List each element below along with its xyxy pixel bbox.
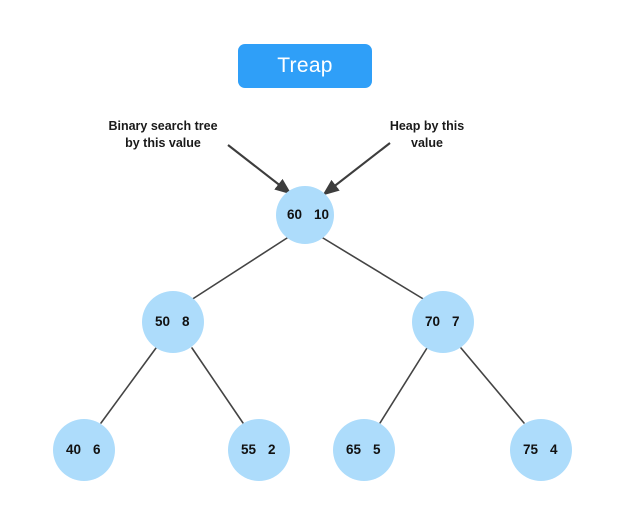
node-priority-75: 4: [550, 442, 558, 457]
node-key-75: 75: [523, 442, 539, 457]
tree-edge-l-ll: [100, 347, 157, 424]
node-key-65: 65: [346, 442, 362, 457]
node-key-60: 60: [287, 207, 302, 222]
bst-annotation: Binary search tree by this value: [96, 118, 230, 152]
tree-node-70[interactable]: 70 7: [412, 291, 474, 353]
page-title: Treap: [277, 54, 333, 77]
bst-annotation-line-2: by this value: [125, 135, 201, 150]
tree-node-55[interactable]: 55 2: [228, 419, 290, 481]
node-priority-70: 7: [452, 314, 460, 329]
tree-edge-r-rl: [379, 347, 428, 424]
tree-node-40[interactable]: 40 6: [53, 419, 115, 481]
heap-annotation-line-2: value: [411, 135, 443, 150]
node-circle-60: [276, 186, 334, 244]
tree-edge-l-lr: [191, 347, 244, 424]
node-key-40: 40: [66, 442, 81, 457]
node-priority-65: 5: [373, 442, 381, 457]
node-circle-75: [510, 419, 572, 481]
node-circle-70: [412, 291, 474, 353]
node-circle-55: [228, 419, 290, 481]
node-priority-50: 8: [182, 314, 190, 329]
node-priority-40: 6: [93, 442, 101, 457]
node-priority-60: 10: [314, 207, 329, 222]
annotation-pointers: [227, 142, 391, 196]
node-circle-65: [333, 419, 395, 481]
bst-pointer: [227, 144, 292, 195]
node-priority-55: 2: [268, 442, 276, 457]
node-key-55: 55: [241, 442, 257, 457]
title-badge: Treap: [238, 44, 372, 88]
node-key-50: 50: [155, 314, 170, 329]
node-circle-40: [53, 419, 115, 481]
tree-node-50[interactable]: 50 8: [142, 291, 204, 353]
tree-edge-r-rr: [460, 347, 525, 424]
heap-annotation-line-1: Heap by this: [389, 119, 465, 133]
tree-edges: [100, 237, 525, 424]
bst-annotation-line-1: Binary search tree: [108, 119, 218, 133]
tree-node-60[interactable]: 60 10: [276, 186, 334, 244]
heap-annotation: Heap by this value: [377, 118, 477, 152]
node-circle-50: [142, 291, 204, 353]
tree-node-75[interactable]: 75 4: [510, 419, 572, 481]
node-key-70: 70: [425, 314, 440, 329]
tree-edge-root-r: [322, 237, 426, 301]
tree-edge-root-l: [190, 237, 288, 301]
heap-pointer: [322, 142, 391, 196]
tree-node-65[interactable]: 65 5: [333, 419, 395, 481]
